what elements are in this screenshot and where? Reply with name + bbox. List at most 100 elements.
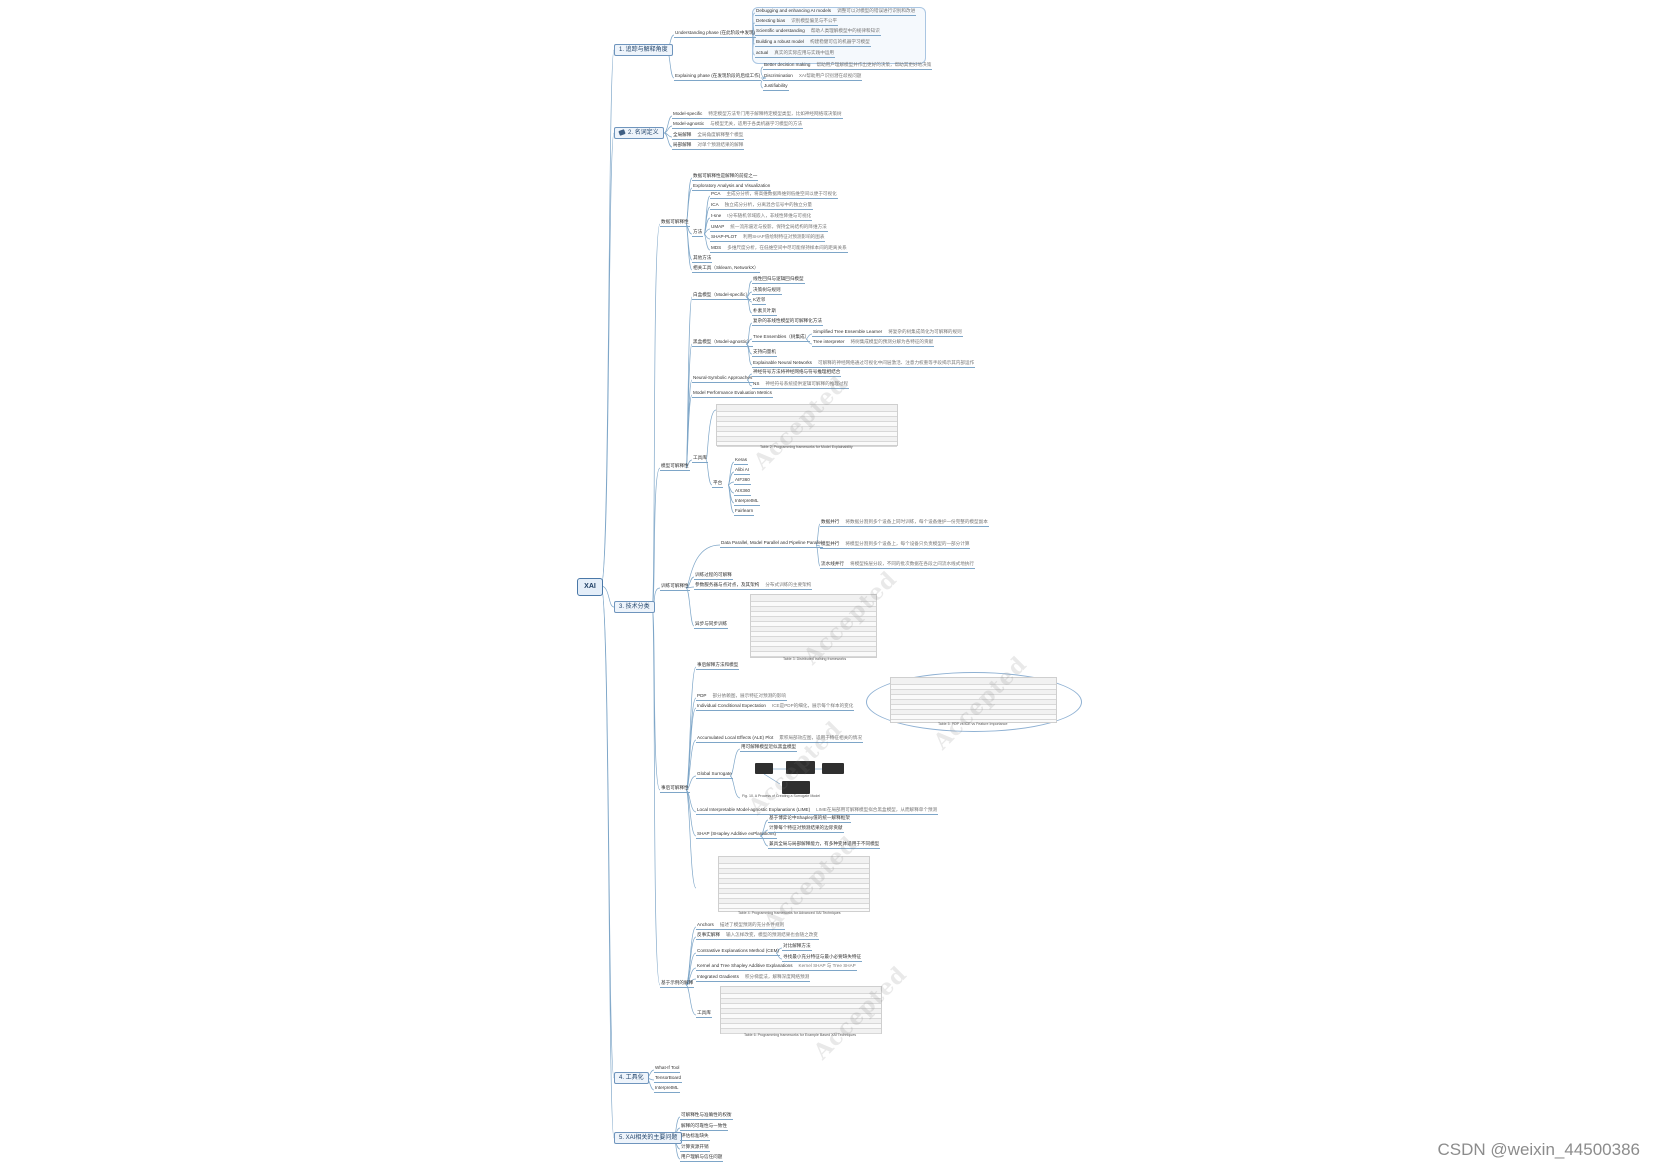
s3-parallel-item[interactable]: 数据并行将数据分割到多个设备上同时训练，每个设备维护一份完整的模型副本 [820, 519, 989, 527]
section-data[interactable]: 数据可解释性 [660, 219, 690, 227]
understanding-phase[interactable]: Understanding phase (在此阶段中发现) [674, 30, 757, 38]
issue-item[interactable]: 计算资源开销 [680, 1144, 710, 1152]
example-frameworks-table [720, 986, 882, 1034]
issue-item[interactable]: 用户理解与信任问题 [680, 1154, 724, 1162]
branch-issues[interactable]: 5. XAI相关的主要问题 [614, 1132, 683, 1144]
s2-metrics[interactable]: Model Performance Evaluation Metrics [692, 390, 773, 398]
def-item[interactable]: 局部解释对单个预测结果的解释 [672, 142, 745, 150]
def-item[interactable]: 全局解释全局角度解释整个模型 [672, 132, 745, 140]
s2-svm[interactable]: 支持向量机 [752, 349, 777, 357]
advanced-frameworks-caption: Table 4: Programming frameworks for Adva… [738, 911, 841, 915]
issue-item[interactable]: 评估标准缺失 [680, 1133, 710, 1141]
tool-item[interactable]: What-If Tool [654, 1065, 681, 1073]
s1-eav[interactable]: Exploratory Analysis and Visualization [692, 183, 772, 191]
section-training[interactable]: 训练可解释性 [660, 583, 690, 591]
branch-tracking[interactable]: 1. 追踪与解释角度 [614, 44, 673, 56]
s3-sub[interactable]: 异步与同步训练 [694, 621, 729, 629]
s2-whitebox-item[interactable]: K近邻 [752, 297, 767, 305]
section-model[interactable]: 模型可解释性 [660, 463, 690, 471]
s2-tool[interactable]: AIF360 [734, 477, 751, 485]
s2-toollib[interactable]: 工具库 [692, 455, 708, 463]
s4-global-surrogate[interactable]: Global Surrogate [696, 771, 733, 779]
s3-parallel[interactable]: Data Parallel, Model Parallel and Pipeli… [720, 540, 824, 548]
s4-lime[interactable]: Local Interpretable Model-agnostic Expla… [696, 807, 939, 815]
s2-whitebox-item[interactable]: 朴素贝叶斯 [752, 308, 777, 316]
s5-cem[interactable]: Contrastive Explanations Method (CEM) [696, 948, 780, 956]
s2-whitebox-item[interactable]: 线性回归与逻辑回归模型 [752, 276, 805, 284]
s5-item[interactable]: 反事实解释输入怎样改变，模型的预测结果也会随之改变 [696, 932, 819, 940]
s2-neural-symbolic[interactable]: Neural-Symbolic Approaches [692, 375, 754, 383]
s4-gs-intro[interactable]: 用可解释模型近似黑盒模型 [740, 744, 798, 752]
s1-intro[interactable]: 数据可解释性是解释的前提之一 [692, 173, 759, 181]
e-item[interactable]: Justifiability [763, 83, 789, 91]
s2-ns-item[interactable]: 神经符号方法将神经网络与符号推理相结合 [752, 369, 842, 377]
s4-shap-item[interactable]: 计算每个特征对预测结果的边际贡献 [768, 825, 844, 833]
issue-item[interactable]: 解释的可靠性与一致性 [680, 1123, 728, 1131]
s2-tool[interactable]: Keras [734, 457, 749, 465]
branch-techniques[interactable]: 3. 技术分类 [614, 601, 655, 613]
section-example[interactable]: 基于示例的解释 [660, 980, 695, 988]
s2-tool[interactable]: InterpretML [734, 498, 760, 506]
root-node-xai[interactable]: XAI [577, 578, 603, 596]
s1-tool[interactable]: 相关工具（Sklearn, NetworkX） [692, 265, 760, 273]
s2-blackbox[interactable]: 黑盒模型（Model-agnostic） [692, 339, 753, 347]
branch-tools[interactable]: 4. 工具化 [614, 1072, 649, 1084]
s5-tool[interactable]: 工具库 [696, 1010, 712, 1018]
s3-parallel-item[interactable]: 模型并行将模型分割到多个设备上，每个设备只负责模型的一部分计算 [820, 541, 971, 549]
s5-item[interactable]: Kernel and Tree Shapley Additive Explana… [696, 963, 857, 971]
s2-tree-ensembles[interactable]: Tree Ensembles（树集成） [752, 334, 811, 342]
section-posthoc[interactable]: 事后可解释性 [660, 785, 690, 793]
s1-methods[interactable]: 方法 [692, 229, 704, 237]
s2-tool[interactable]: AIX360 [734, 488, 752, 496]
branch-definitions[interactable]: 2. 名词定义 [614, 127, 664, 139]
s5-cem-item[interactable]: 对比解释方法 [782, 943, 812, 951]
model-frameworks-table [716, 404, 898, 447]
s4-shap-item[interactable]: 基于博弈论中Shapley值的统一解释框架 [768, 815, 851, 823]
pdp-ice-caption: Table 5: PDP vs ICE vs Feature Importanc… [938, 722, 1008, 726]
s3-item[interactable]: 训练过程的可解释 [694, 572, 733, 580]
s2-blackbox-intro[interactable]: 复杂的非线性模型的可解释化方法 [752, 318, 823, 326]
s2-whitebox-item[interactable]: 决策树与规则 [752, 287, 782, 295]
s5-cem-item[interactable]: 寻找最小充分特征与最小必要缺失特征 [782, 954, 863, 962]
issue-item[interactable]: 可解释性与准确性的权衡 [680, 1112, 733, 1120]
s2-tool[interactable]: Fairlearn [734, 508, 755, 516]
s2-platform[interactable]: 平台 [712, 480, 724, 488]
s3-parallel-item[interactable]: 流水线并行将模型按层分段，不同的批次数据在各段之间流水线式地执行 [820, 561, 976, 569]
explaining-phase[interactable]: Explaining phase (在发现阶段的后续工作) [674, 73, 762, 81]
s4-shap[interactable]: SHAP (SHapley Additive exPlanations) [696, 831, 778, 839]
s1-more[interactable]: 其他方法 [692, 255, 713, 263]
tool-item[interactable]: TensorBoard [654, 1075, 683, 1083]
s4-shap-item[interactable]: 兼具全局与局部解释能力，有多种变体适用于不同模型 [768, 841, 881, 849]
s2-whitebox[interactable]: 白盒模型（Model-specific） [692, 292, 751, 300]
s4-intro[interactable]: 事后解释方法和模型 [696, 662, 740, 670]
s3-item[interactable]: 参数服务器与点对点，及其架构分布式训练的主要架构 [694, 582, 813, 590]
tool-item[interactable]: InterpretML [654, 1085, 680, 1093]
s2-tool[interactable]: Alibi AI [734, 467, 751, 475]
model-frameworks-caption: Table 2: Programming frameworks for Mode… [760, 445, 853, 449]
